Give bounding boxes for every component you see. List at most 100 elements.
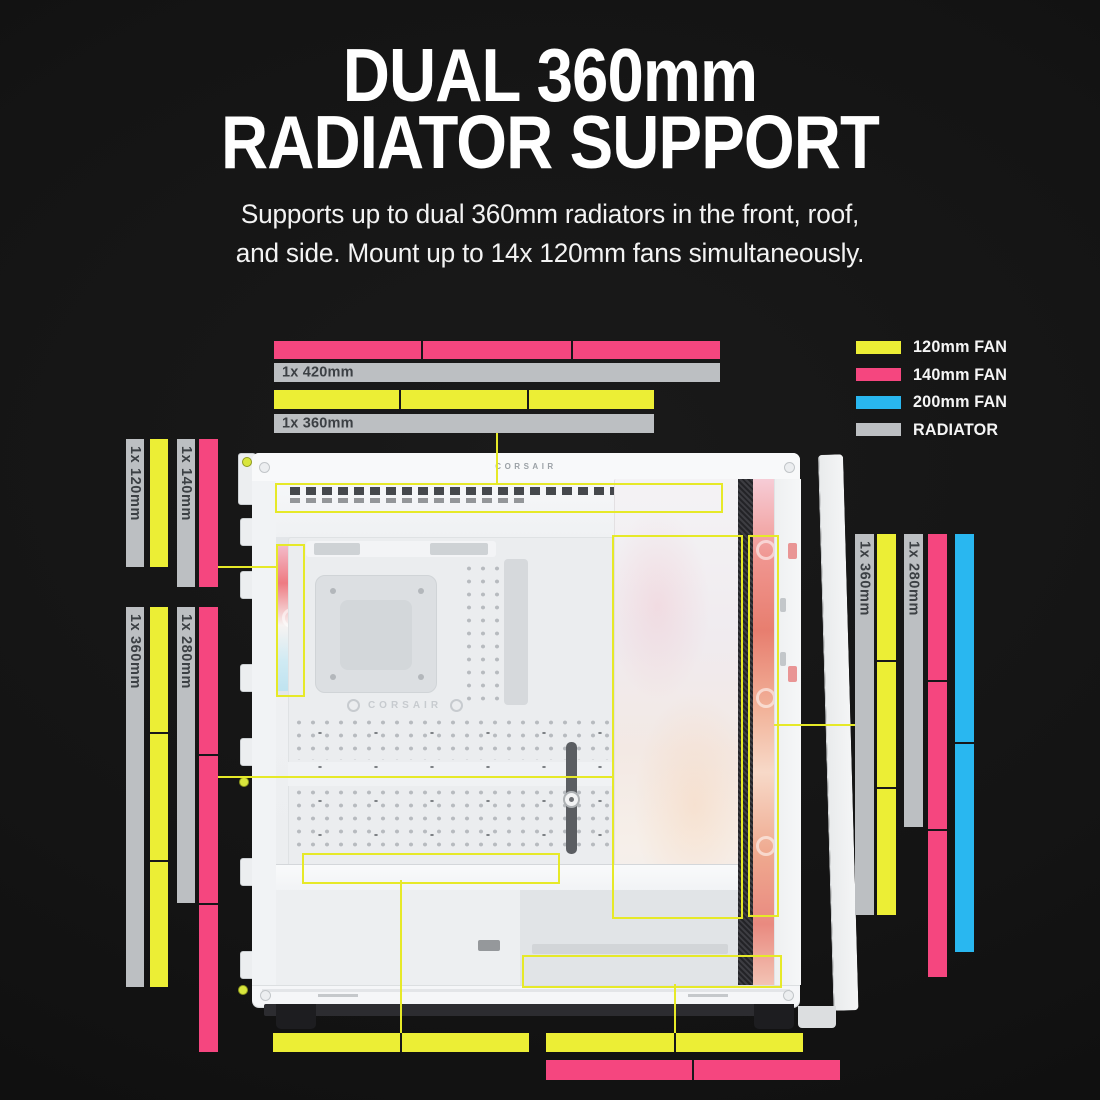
bar-segment [570,341,720,359]
highlight-front-fan [276,544,305,697]
bar-segment [546,1060,692,1080]
page-subtitle: Supports up to dual 360mm radiators in t… [0,195,1100,273]
connector-left-upper [218,566,276,568]
rim-screw [784,462,795,473]
connector-left-lower [218,776,614,778]
subtitle-line-2: and side. Mount up to 14x 120mm fans sim… [235,238,865,268]
bar-label: 1x 140mm [178,446,194,521]
psu-shroud [276,864,738,891]
front-slot [780,598,786,612]
bar-segment [928,534,947,680]
bar-left-radiator-120mm: 1x 120mm [126,439,144,567]
tray-perforation [462,562,502,706]
connector-bottom-left [400,880,402,1033]
case-foot [276,1004,316,1029]
legend-row-120mm-fan: 120mm FAN [856,337,1012,356]
bottom-groove [262,989,790,992]
bar-bottom-fan-140mm [546,1060,840,1080]
subtitle-line-1: Supports up to dual 360mm radiators in t… [240,199,860,229]
rim-screw [259,462,270,473]
bar-bottom-fan-120mm-right [546,1033,803,1052]
bar-segment [273,1033,400,1052]
title-line-1: DUAL 360mm [342,33,758,117]
connector-top [496,433,498,483]
thumbscrew-ring [242,457,252,467]
logo-emblem-icon [346,698,360,712]
bar-right-radiator-360mm: 1x 360mm [855,534,874,915]
bar-segment [877,659,896,788]
bar-segment [421,341,570,359]
bar-segment [199,439,218,587]
bar-right-fan-200mm-x2 [955,534,974,952]
front-slot [780,652,786,666]
bar-label: 1x 280mm [905,541,922,616]
bar-segment [199,754,218,903]
bar-segment [150,859,168,987]
bar-label: 1x 360mm [282,415,354,432]
logo-emblem-icon [450,698,464,712]
bar-segment [877,787,896,915]
highlight-roof-vent [275,483,723,513]
bar-left-fan-120mm [150,439,168,567]
bar-segment [399,390,526,409]
bar-segment [928,828,947,977]
legend-row-200mm-fan: 200mm FAN [856,392,1012,411]
case-foot [754,1004,794,1029]
bottom-screw [260,990,271,1001]
bar-segment [274,390,399,409]
bar-top-fan-120mm [274,390,654,409]
bottom-cert-text [318,994,358,997]
bar-segment [928,680,947,828]
front-clip [788,666,797,682]
tray-bracket-inner [340,600,412,670]
roof-vent-slots [290,487,706,495]
bottom-screw [783,990,794,1001]
bar-segment [150,732,168,859]
legend-row-radiator: RADIATOR [856,419,1012,439]
bar-left-radiator-280mm: 1x 280mm [177,607,195,903]
bar-segment [274,341,421,359]
bar-segment [955,742,974,952]
bar-segment [546,1033,674,1052]
bar-segment [199,903,218,1052]
front-rgb-fan-column [753,479,774,985]
bar-label: 1x 120mm [127,446,143,521]
highlight-side-fan-column [748,535,779,917]
legend-swatch-120mm-fan [856,340,901,354]
bar-segment [150,607,168,732]
bar-segment [877,534,896,660]
highlight-side-radiator [612,535,743,919]
bar-segment [526,390,654,409]
bar-right-fan-140mm-x3 [928,534,947,977]
front-panel-edge [818,454,859,1011]
bar-segment [955,534,974,742]
bar-segment [150,439,168,567]
bar-segment [199,607,218,754]
bottom-trim [264,1004,760,1016]
bottom-cert-text [688,994,728,997]
connector-right [774,724,855,726]
bar-label: 1x 360mm [856,541,873,616]
thumbscrew-ring [239,777,249,787]
legend-label-radiator: RADIATOR [913,419,999,439]
bar-label: 1x 420mm [282,364,354,381]
bar-segment [673,1033,804,1052]
bar-left-radiator-360mm: 1x 360mm [126,607,144,987]
side-panel-reflection [614,479,738,931]
bar-segment [400,1033,529,1052]
standoff-screw [330,674,336,680]
gpu-support-knob-dot [569,797,574,802]
bar-label: 1x 360mm [127,614,143,689]
tray-logo-row: CORSAIR [330,698,480,712]
legend-label-200mm-fan: 200mm FAN [913,392,1008,411]
highlight-bottom-rail [522,955,782,988]
bar-top-radiator-360mm: 1x 360mm [274,414,654,433]
legend-row-140mm-fan: 140mm FAN [856,365,1012,384]
legend-swatch-200mm-fan [856,395,901,409]
legend-swatch-radiator [856,423,901,436]
lower-rail [532,944,728,954]
cable-hole-grid-dark [292,716,610,852]
legend: 120mm FAN 140mm FAN 200mm FAN RADIATOR [856,337,1012,450]
case-left-frame [252,481,277,985]
